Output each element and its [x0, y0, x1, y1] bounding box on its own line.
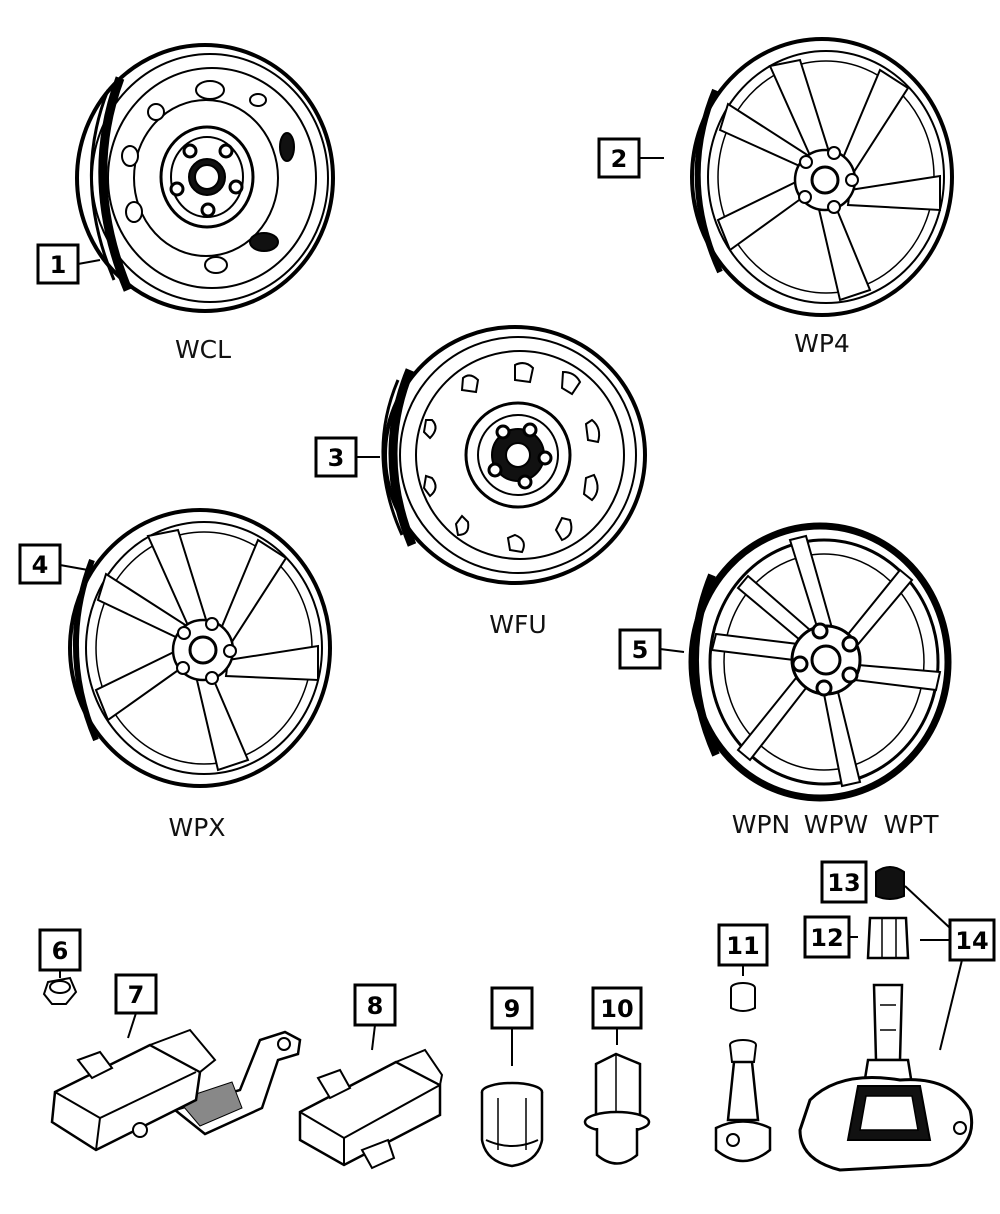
callout-label: 3 [328, 444, 345, 472]
callout-8: 8 [353, 983, 397, 1027]
callout-label: 10 [600, 995, 633, 1023]
callout-label: 4 [32, 551, 49, 579]
callout-7: 7 [114, 973, 158, 1015]
steel-wheel-wcl[interactable] [75, 43, 335, 313]
callout-11: 11 [717, 923, 769, 967]
callout-5: 5 [618, 628, 662, 670]
part-8-module[interactable] [298, 1048, 444, 1170]
callout-10: 10 [591, 986, 643, 1030]
callout-label: 1 [50, 251, 67, 279]
wheel-code-wpw: WPW [804, 810, 869, 839]
part-9-lug-nut[interactable] [480, 1081, 544, 1168]
wheel-code-wpx: WPX [169, 813, 226, 842]
part-6-nut[interactable] [42, 976, 78, 1005]
part-12-valve-nut[interactable] [866, 916, 910, 960]
alloy-wheel-wpx[interactable] [68, 508, 332, 788]
callout-label: 5 [632, 636, 649, 664]
part-14-tpms-sensor[interactable] [798, 983, 974, 1172]
callout-label: 12 [810, 924, 843, 952]
callout-13: 13 [820, 860, 868, 904]
callout-label: 6 [52, 937, 69, 965]
wheel-code-wp4: WP4 [794, 329, 850, 358]
part-13-valve-cap[interactable] [875, 866, 905, 900]
callout-label: 14 [955, 927, 988, 955]
part-10-lug-nut-with-washer[interactable] [583, 1052, 651, 1165]
steel-wheel-wfu[interactable] [381, 325, 647, 585]
leader-lines [59, 157, 963, 1066]
callout-6: 6 [38, 928, 82, 972]
callout-label: 7 [128, 981, 145, 1009]
wheel-code-wpt: WPT [883, 810, 939, 839]
wheel-code-wcl: WCL [175, 335, 231, 364]
callout-12: 12 [803, 915, 851, 959]
part-7-module-with-bracket[interactable] [50, 1028, 302, 1152]
alloy-wheel-wp4[interactable] [690, 37, 954, 317]
callout-label: 8 [367, 992, 384, 1020]
callout-1: 1 [36, 243, 80, 285]
wheel-code-wfu: WFU [489, 610, 546, 639]
callout-4: 4 [18, 543, 62, 585]
wheel-code-wpn: WPN [732, 810, 791, 839]
callout-14: 14 [948, 918, 996, 962]
callout-label: 9 [504, 995, 521, 1023]
alloy-wheel-wpn-wpw-wpt[interactable] [688, 522, 952, 802]
callout-label: 2 [611, 145, 628, 173]
callout-9: 9 [490, 986, 534, 1030]
callout-label: 11 [726, 932, 759, 960]
callout-3: 3 [314, 436, 358, 478]
callout-label: 13 [827, 869, 860, 897]
callout-2: 2 [597, 137, 641, 179]
part-11-valve-stem[interactable] [714, 982, 772, 1163]
